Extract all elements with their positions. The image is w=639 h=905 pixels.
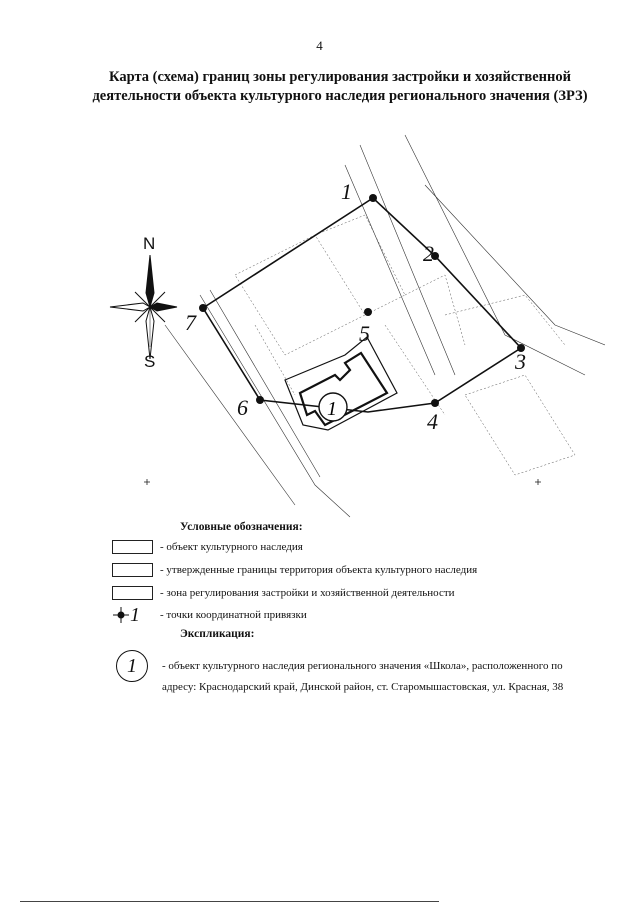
legend-heading: Условные обозначения: (180, 521, 303, 533)
cadastral-map: N S 1 1 2 3 4 5 (109, 134, 605, 518)
legend-row-regulation-zone: - зона регулирования застройки и хозяйст… (112, 584, 455, 602)
bottom-rule (20, 901, 439, 902)
explication-marker-number: 1 (127, 654, 137, 677)
point-label-2: 2 (423, 241, 434, 266)
legend-symbol-number: 1 (130, 603, 140, 626)
page-title: Карта (схема) границ зоны регулирования … (70, 68, 610, 106)
title-line-1: Карта (схема) границ зоны регулирования … (109, 69, 571, 85)
legend-row-territory-boundary: - утвержденные границы территория объект… (112, 561, 477, 579)
point-label-5: 5 (359, 321, 370, 346)
point-label-3: 3 (514, 349, 526, 374)
explication-marker: 1 (116, 650, 148, 682)
explication-line-2: адресу: Краснодарский край, Динской райо… (162, 681, 564, 693)
object-marker: 1 (318, 392, 348, 422)
reference-points (199, 194, 525, 407)
legend-label-reference-points: - точки координатной привязки (160, 609, 307, 621)
legend-swatch-heritage-object (112, 540, 153, 554)
legend-row-reference-points: 1 - точки координатной привязки (112, 604, 307, 627)
legend-label-heritage-object: - объект культурного наследия (160, 541, 303, 553)
compass-south-label: S (144, 352, 155, 371)
parcel-lines (234, 214, 576, 476)
legend-symbol-reference-point: 1 (112, 604, 160, 627)
point-label-1: 1 (341, 179, 352, 204)
compass-north-label: N (143, 234, 155, 253)
reference-point-labels: 1 2 3 4 5 6 7 (185, 179, 526, 434)
object-marker-label: 1 (327, 398, 337, 420)
legend-label-territory-boundary: - утвержденные границы территория объект… (160, 564, 478, 576)
zone-boundary (201, 196, 523, 413)
legend-row-heritage-object: - объект культурного наследия (112, 538, 303, 556)
point-label-4: 4 (427, 409, 438, 434)
legend-label-regulation-zone: - зона регулирования застройки и хозяйст… (160, 587, 455, 599)
explication-text: - объект культурного наследия региональн… (162, 656, 602, 698)
point-label-7: 7 (185, 310, 197, 335)
street-lines (164, 134, 605, 518)
heritage-territory-boundary (284, 336, 398, 431)
page-number: 4 (316, 38, 323, 53)
legend-swatch-territory-boundary (112, 563, 153, 577)
legend-swatch-regulation-zone (112, 586, 153, 600)
heritage-object-outline (298, 351, 389, 427)
reference-point-icon (113, 607, 129, 623)
point-label-6: 6 (237, 395, 248, 420)
title-line-2: деятельности объекта культурного наследи… (92, 88, 588, 104)
explication-line-1: - объект культурного наследия региональн… (162, 660, 563, 672)
map-crosses (144, 479, 541, 485)
explication-heading: Экспликация: (180, 628, 255, 640)
compass-rose: N S (109, 234, 178, 371)
